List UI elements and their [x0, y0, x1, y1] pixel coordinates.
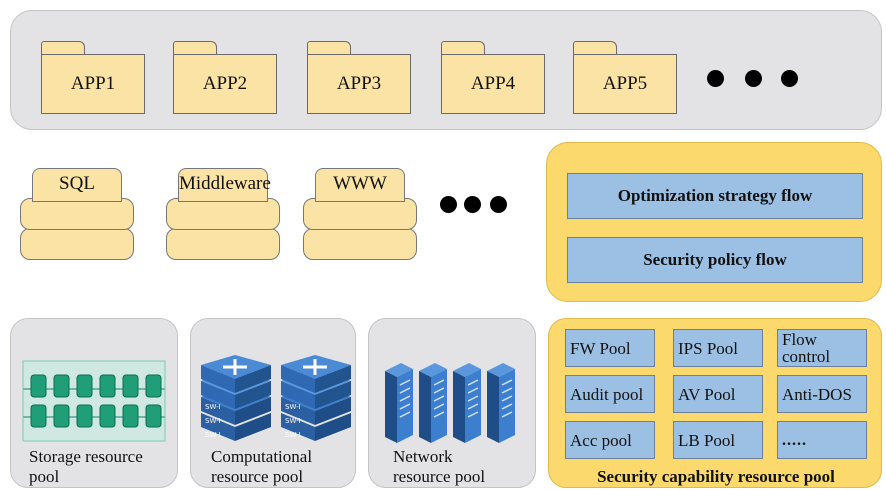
audit-pool[interactable]: Audit pool	[565, 375, 655, 413]
database-layer	[303, 198, 417, 230]
switch-label: SW-I	[205, 403, 221, 411]
network-pool-label: Network resource pool	[393, 447, 486, 486]
ips-pool[interactable]: IPS Pool	[673, 329, 763, 367]
switch-label: SW-I	[285, 417, 301, 425]
server-rack-icon	[385, 363, 515, 443]
policy-flow-panel: Optimization strategy flow Security poli…	[546, 142, 882, 302]
folder-tab	[573, 41, 617, 56]
security-capability-title: Security capability resource pool	[597, 467, 835, 486]
switch-label: SW-I	[205, 417, 221, 425]
database-sql[interactable]: SQL	[20, 168, 134, 262]
storage-pool-label: Storage resource pool	[29, 447, 143, 486]
security-capability-panel: FW Pool IPS Pool Flow control Audit pool…	[548, 318, 882, 488]
computational-resource-pool[interactable]: SW-I SW-I SW-I SW-I SW-I SW-I Computatio…	[190, 318, 356, 488]
network-resource-pool[interactable]: Network resource pool	[368, 318, 536, 488]
database-layer	[303, 228, 417, 260]
storage-resource-pool[interactable]: Storage resource pool	[10, 318, 178, 488]
fw-pool[interactable]: FW Pool	[565, 329, 655, 367]
app-folder-2[interactable]: APP2	[173, 41, 277, 114]
app-label: APP1	[41, 54, 145, 114]
folder-tab	[173, 41, 217, 56]
anti-dos[interactable]: Anti-DOS	[777, 375, 867, 413]
storage-array-icon	[22, 360, 166, 442]
database-layer	[20, 198, 134, 230]
switch-stack-icon: SW-I SW-I SW-I SW-I SW-I SW-I	[201, 355, 351, 441]
app-folder-4[interactable]: APP4	[441, 41, 545, 114]
folder-tab	[41, 41, 85, 56]
security-policy-flow[interactable]: Security policy flow	[567, 237, 863, 283]
database-www[interactable]: WWW	[303, 168, 417, 262]
folder-tab	[307, 41, 351, 56]
app-folder-1[interactable]: APP1	[41, 41, 145, 114]
applications-panel: APP1 APP2 APP3 APP4 APP5	[10, 10, 882, 130]
switch-label: SW-I	[285, 403, 301, 411]
ellipsis-dot-icon	[781, 70, 798, 87]
database-layer	[20, 228, 134, 260]
app-label: APP5	[573, 54, 677, 114]
database-label: SQL	[32, 168, 122, 202]
ellipsis-dot-icon	[440, 196, 457, 213]
database-middleware[interactable]: Middleware	[166, 168, 280, 262]
app-label: APP3	[307, 54, 411, 114]
ellipsis-dot-icon	[707, 70, 724, 87]
database-label: WWW	[315, 168, 405, 202]
app-folder-5[interactable]: APP5	[573, 41, 677, 114]
database-label: Middleware	[178, 168, 271, 202]
app-label: APP2	[173, 54, 277, 114]
switch-label: SW-I	[205, 431, 221, 439]
database-layer	[166, 228, 280, 260]
flow-control[interactable]: Flow control	[777, 329, 867, 367]
app-folder-3[interactable]: APP3	[307, 41, 411, 114]
app-label: APP4	[441, 54, 545, 114]
ellipsis-dot-icon	[745, 70, 762, 87]
database-layer	[166, 198, 280, 230]
folder-tab	[441, 41, 485, 56]
av-pool[interactable]: AV Pool	[673, 375, 763, 413]
ellipsis-dot-icon	[464, 196, 481, 213]
lb-pool[interactable]: LB Pool	[673, 421, 763, 459]
more-pools[interactable]: .....	[777, 421, 867, 459]
ellipsis-dot-icon	[490, 196, 507, 213]
optimization-strategy-flow[interactable]: Optimization strategy flow	[567, 173, 863, 219]
switch-label: SW-I	[285, 431, 301, 439]
acc-pool[interactable]: Acc pool	[565, 421, 655, 459]
computational-pool-label: Computational resource pool	[211, 447, 313, 486]
